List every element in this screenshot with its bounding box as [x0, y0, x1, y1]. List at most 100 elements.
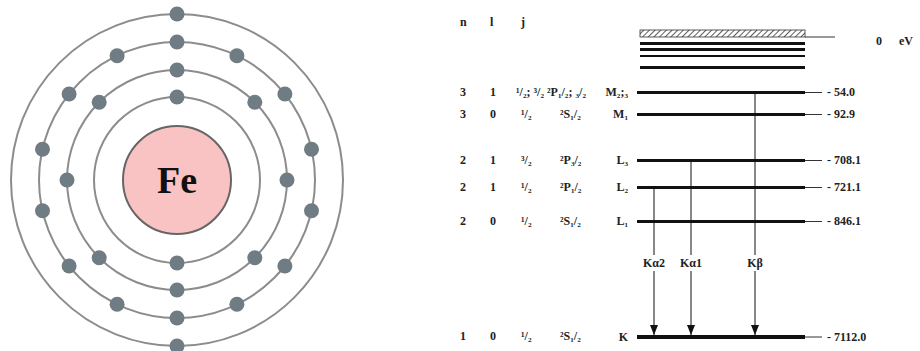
level-label: 3 — [460, 85, 466, 99]
electron — [170, 7, 185, 22]
electron — [170, 283, 185, 298]
electron — [170, 63, 185, 78]
level-label: 1 — [460, 329, 466, 343]
level-label: ¹/₂; ³/₂ — [516, 85, 544, 99]
electron-shells — [11, 14, 343, 346]
electron — [170, 311, 185, 326]
electron — [170, 35, 185, 50]
electron — [280, 173, 295, 188]
level-name: L₂ — [616, 180, 628, 194]
level-name: L₃ — [616, 153, 628, 167]
energy-level: M₂;₃- 54.0 — [637, 91, 805, 94]
arrowhead — [687, 325, 695, 335]
level-energy: - 721.1 — [827, 180, 861, 194]
electron — [170, 90, 185, 105]
arrow-line — [755, 94, 756, 335]
level-label: 0 — [490, 107, 496, 121]
electron — [277, 87, 292, 102]
level-label: ²P₁/₂; ₃/₂ — [547, 85, 586, 99]
energy-level: L₂- 721.1 — [637, 186, 805, 189]
level-name: M₂;₃ — [605, 85, 628, 99]
level-tick — [805, 221, 822, 222]
arrowhead — [650, 325, 658, 335]
transition-label: Kα2 — [641, 255, 667, 271]
level-label: 3 — [460, 107, 466, 121]
level-energy: - 92.9 — [827, 107, 855, 121]
level-label: ¹/₂ — [521, 214, 532, 228]
energy-level: M₁- 92.9 — [637, 113, 805, 116]
transition-arrow — [751, 94, 759, 335]
electron — [92, 95, 107, 110]
level-label: ²S₁/₂ — [560, 214, 581, 228]
level-label: 2 — [460, 180, 466, 194]
level-name: L₁ — [616, 214, 628, 228]
level-energy: - 846.1 — [827, 214, 861, 228]
nucleus: Fe — [122, 125, 232, 235]
level-energy: - 54.0 — [827, 85, 855, 99]
level-tick — [805, 187, 822, 188]
electrons — [35, 7, 319, 351]
electron — [229, 48, 244, 63]
transition-label: Kβ — [745, 255, 765, 271]
electron — [92, 250, 107, 265]
energy-level: L₃- 708.1 — [637, 159, 805, 162]
level-label: ²P₁/₂ — [560, 180, 581, 194]
level-label: ¹/₂ — [521, 329, 532, 343]
electron — [62, 259, 77, 274]
shell-ring — [39, 42, 315, 318]
electron — [247, 250, 262, 265]
level-label: ¹/₂ — [521, 180, 532, 194]
level-energy: - 7112.0 — [827, 330, 866, 344]
element-symbol: Fe — [157, 158, 197, 202]
electron — [60, 173, 75, 188]
level-tick — [805, 37, 835, 38]
level-label: 2 — [460, 214, 466, 228]
electron — [35, 142, 50, 157]
level-tick — [805, 337, 822, 338]
energy-level: L₁- 846.1 — [637, 220, 805, 223]
level-label: ¹/₂ — [521, 107, 532, 121]
shell-ring — [11, 14, 343, 346]
level-name: M₁ — [613, 107, 628, 121]
shell-ring — [94, 97, 260, 263]
electron — [62, 87, 77, 102]
electron — [229, 297, 244, 312]
electron — [170, 339, 185, 351]
electron — [277, 259, 292, 274]
level-line — [640, 66, 805, 69]
level-name: K — [619, 330, 628, 344]
level-label: ³/₂ — [521, 153, 532, 167]
level-line — [640, 42, 805, 45]
energy-level: K- 7112.0 — [637, 335, 805, 339]
level-label: 1 — [490, 180, 496, 194]
level-label: ²P₃/₂ — [560, 153, 581, 167]
electron — [110, 48, 125, 63]
continuum-band — [640, 30, 805, 37]
level-tick — [805, 92, 822, 93]
level-energy: - 708.1 — [827, 153, 861, 167]
transition-label: Kα1 — [678, 255, 704, 271]
shell-ring — [67, 70, 287, 290]
level-label: j — [521, 15, 525, 29]
electron — [35, 203, 50, 218]
level-label: ²S₁/₂ — [560, 107, 581, 121]
level-label: ²S₁/₂ — [560, 329, 581, 343]
level-label: 0 — [490, 329, 496, 343]
level-tick — [805, 114, 822, 115]
level-label: l — [490, 15, 493, 29]
level-label: 1 — [490, 85, 496, 99]
level-line — [640, 48, 805, 51]
level-line — [640, 55, 805, 57]
level-ticks — [805, 93, 822, 338]
level-label: eV — [899, 34, 913, 48]
level-label: n — [460, 15, 467, 29]
level-label: 1 — [490, 153, 496, 167]
level-label: 2 — [460, 153, 466, 167]
level-label: 0 — [876, 34, 882, 48]
electron — [247, 95, 262, 110]
electron — [304, 203, 319, 218]
continuum-levels — [640, 30, 835, 69]
level-label: 0 — [490, 214, 496, 228]
electron — [170, 256, 185, 271]
